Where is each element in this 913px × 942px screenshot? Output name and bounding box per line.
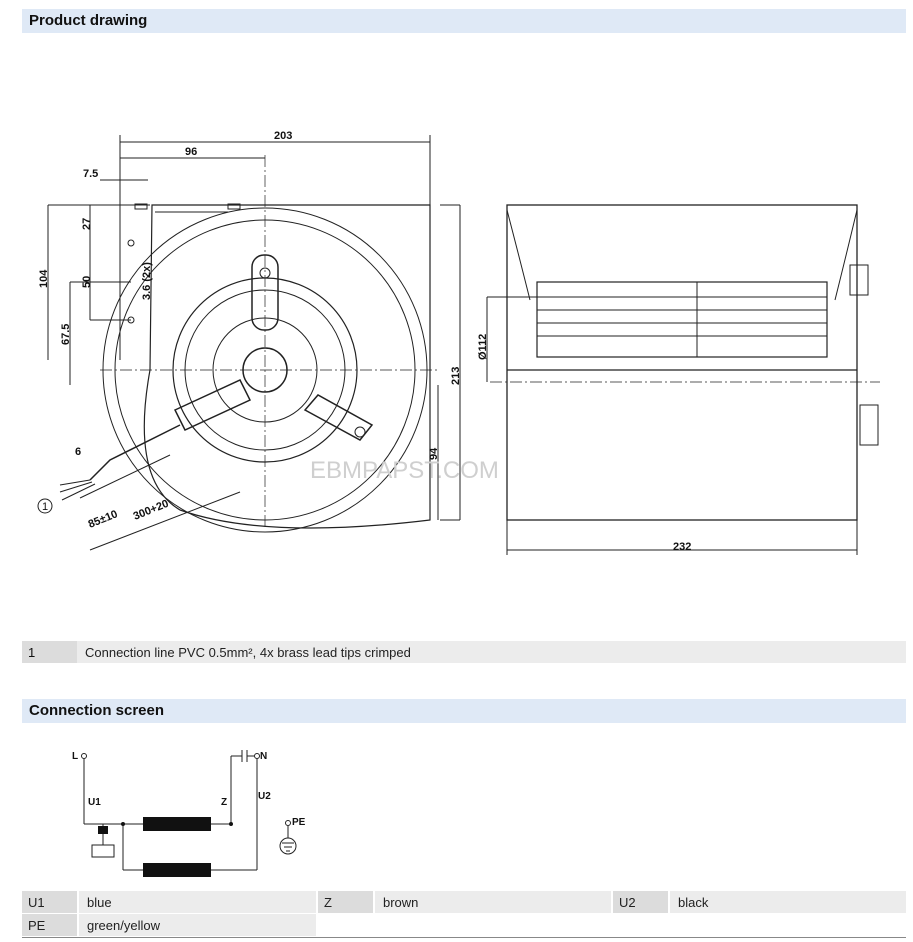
wire-key: PE bbox=[22, 914, 77, 936]
wire-color-table: U1 blue Z brown U2 black PE green/yellow bbox=[22, 891, 906, 937]
dim-67-5: 67.5 bbox=[60, 324, 72, 345]
dim-112: Ø112 bbox=[477, 334, 489, 360]
section-header-connection-screen: Connection screen bbox=[22, 699, 906, 723]
dim-94: 94 bbox=[428, 447, 440, 460]
coil-main bbox=[143, 817, 211, 831]
dim-203: 203 bbox=[274, 130, 292, 142]
dim-50: 50 bbox=[81, 276, 93, 288]
side-housing bbox=[506, 204, 858, 521]
wiring-label-PE: PE bbox=[292, 817, 306, 828]
callout-circle bbox=[37, 498, 53, 514]
dim-300: 300+20 bbox=[132, 498, 171, 523]
wiring-label-L: L bbox=[72, 751, 78, 762]
wire-key: U2 bbox=[613, 891, 668, 913]
wire-color: black bbox=[670, 891, 906, 913]
legend-row: 1 Connection line PVC 0.5mm², 4x brass l… bbox=[22, 641, 906, 663]
wire-color: brown bbox=[375, 891, 611, 913]
product-drawing: 203 96 7.5 27 50 3.6 (2x) 104 67.5 213 9… bbox=[37, 130, 880, 555]
legend-description: Connection line PVC 0.5mm², 4x brass lea… bbox=[85, 645, 411, 660]
table-row: U1 blue Z brown U2 black bbox=[22, 891, 906, 914]
section-header-product-drawing: Product drawing bbox=[22, 9, 906, 33]
cable bbox=[89, 424, 181, 481]
dim-6: 6 bbox=[75, 446, 81, 458]
dim-3-6: 3.6 (2x) bbox=[141, 262, 153, 300]
dim-96: 96 bbox=[185, 146, 197, 158]
wire-color: green/yellow bbox=[79, 914, 316, 936]
dim-85: 85±10 bbox=[87, 508, 120, 531]
cable-gland bbox=[173, 379, 252, 431]
watermark: EBMPAPST.COM bbox=[310, 457, 499, 484]
coil-aux bbox=[143, 863, 211, 877]
dim-7-5: 7.5 bbox=[83, 168, 98, 180]
divider bbox=[22, 937, 906, 938]
mount-arm-right bbox=[303, 394, 374, 441]
dim-232: 232 bbox=[673, 541, 691, 553]
wiring-label-N: N bbox=[260, 751, 267, 762]
legend-number: 1 bbox=[22, 641, 77, 663]
side-impeller bbox=[536, 281, 828, 358]
callout-1: 1 bbox=[42, 501, 48, 513]
dim-104: 104 bbox=[38, 269, 50, 288]
dim-213: 213 bbox=[450, 367, 462, 385]
wire-key: U1 bbox=[22, 891, 77, 913]
mount-hole-right bbox=[354, 426, 366, 438]
wiring-label-U1: U1 bbox=[88, 797, 101, 808]
wiring-diagram: L N U1 Z U2 PE bbox=[72, 750, 306, 877]
wiring-label-Z: Z bbox=[221, 797, 227, 808]
wire-key: Z bbox=[318, 891, 373, 913]
dim-27: 27 bbox=[81, 218, 93, 230]
table-row: PE green/yellow bbox=[22, 914, 906, 937]
wire-color: blue bbox=[79, 891, 316, 913]
wiring-label-U2: U2 bbox=[258, 791, 271, 802]
